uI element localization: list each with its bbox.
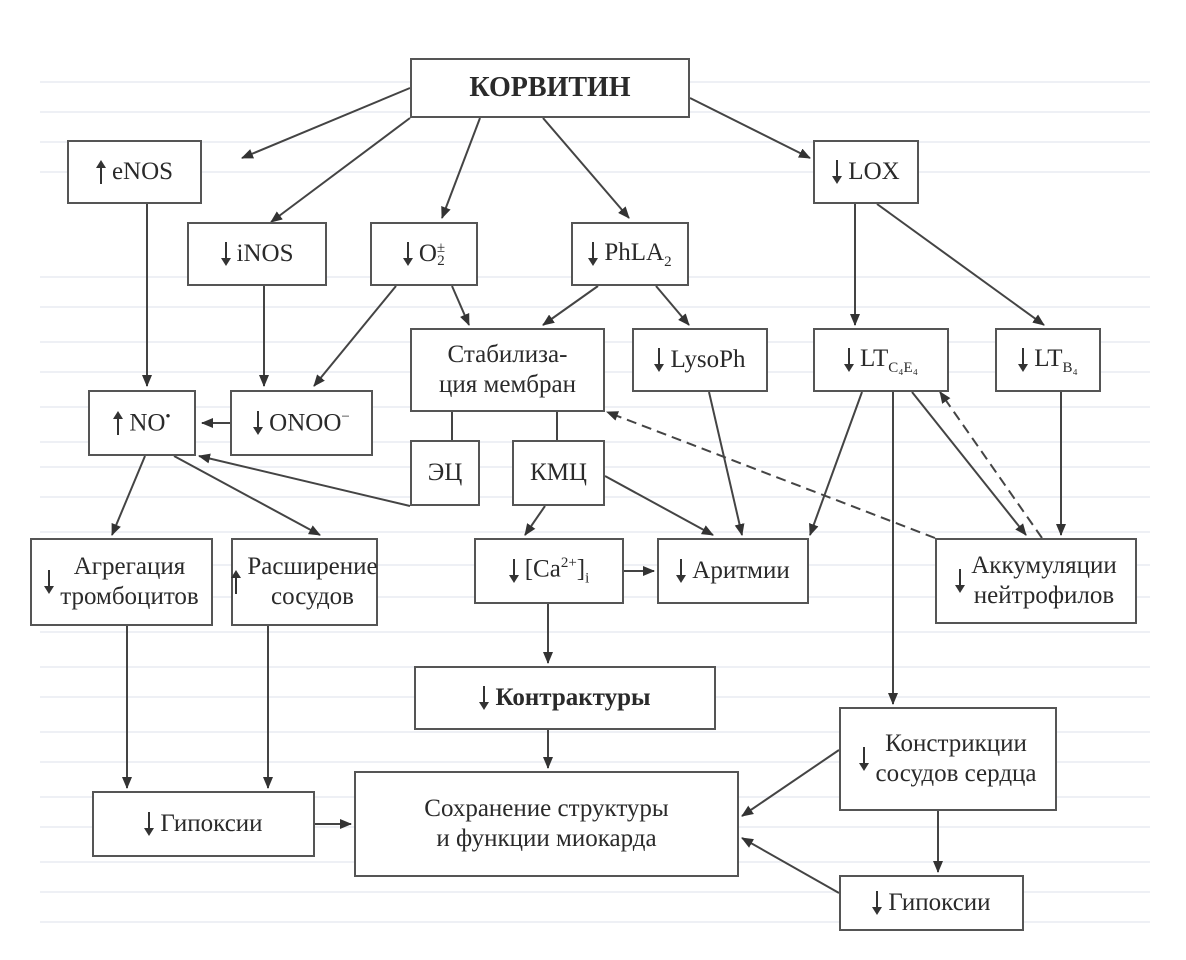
decrease-arrow-icon: [844, 346, 855, 374]
node-inos: iNOS: [187, 222, 327, 286]
arrhythmia-label: Аритмии: [692, 557, 790, 584]
neutrophils-line1: Аккумуляции: [971, 552, 1117, 579]
node-ltc4e4: LTC₄E₄: [813, 328, 949, 392]
decrease-arrow-icon: [588, 240, 599, 268]
edge-no-to-dilation: [173, 455, 321, 536]
onoo-label: ONOO−: [269, 408, 350, 437]
dilation-line2: сосудов: [271, 583, 354, 610]
lox-label: LOX: [848, 158, 900, 185]
increase-arrow-icon: [113, 409, 124, 437]
edge-root-to-phla2: [542, 117, 630, 219]
constriction-line2: сосудов сердца: [875, 760, 1037, 787]
decrease-arrow-icon: [44, 568, 55, 596]
edge-kmc-to-arrhythmia: [604, 475, 714, 536]
edge-o2-to-membrane: [451, 285, 470, 326]
ec-label: ЭЦ: [427, 459, 463, 486]
edge-root-to-enos: [241, 87, 411, 159]
decrease-arrow-icon: [479, 684, 490, 712]
enos-label: eNOS: [111, 158, 174, 185]
decrease-arrow-icon: [402, 240, 413, 268]
edge-root-to-o2: [441, 117, 481, 219]
node-no: NO•: [88, 390, 196, 456]
inos-label: iNOS: [236, 240, 294, 267]
edge-phla2-to-membrane: [542, 285, 599, 326]
node-cardiomyocytes: КМЦ: [512, 440, 605, 506]
dilation-line1: Расширение: [247, 553, 378, 580]
node-lox: LOX: [813, 140, 919, 204]
hypoxia-right-label: Гипоксии: [888, 889, 991, 916]
node-superoxide: O±2: [370, 222, 478, 286]
no-label: NO•: [129, 408, 171, 437]
aggregation-line1: Агрегация: [73, 553, 186, 580]
calcium-label: [Ca2+]i: [524, 555, 590, 587]
decrease-arrow-icon: [144, 810, 155, 838]
edge-ltc4e4-to-arrhythmia: [809, 391, 863, 536]
node-lysoph: LysoPh: [632, 328, 768, 392]
root-label: КОРВИТИН: [469, 72, 631, 104]
decrease-arrow-icon: [508, 557, 519, 585]
contractures-label: Контрактуры: [495, 684, 651, 711]
edge-o2-to-onoo: [313, 285, 397, 387]
decrease-arrow-icon: [220, 240, 231, 268]
decrease-arrow-icon: [654, 346, 665, 374]
decrease-arrow-icon: [253, 409, 264, 437]
preservation-line2: и функции миокарда: [436, 825, 657, 852]
constriction-line1: Констрикции: [885, 730, 1027, 757]
node-endothelial-cells: ЭЦ: [410, 440, 480, 506]
ltc4e4-label: LTC₄E₄: [860, 344, 918, 376]
superoxide-label: O±2: [418, 239, 446, 270]
edge-ec-to-no: [198, 453, 411, 507]
decrease-arrow-icon: [832, 158, 843, 186]
node-myocardium-preservation: Сохранение структуры и функции миокарда: [354, 771, 739, 877]
neutrophils-line2: нейтрофилов: [973, 582, 1115, 609]
node-peroxynitrite: ONOO−: [230, 390, 373, 456]
kmc-label: КМЦ: [530, 459, 587, 486]
edge-root-to-lox: [689, 97, 811, 159]
edge-no-to-aggregation: [111, 455, 146, 536]
node-membrane-stabilization: Стабилиза-ция мембран: [410, 328, 605, 412]
node-phla2: PhLA2: [571, 222, 689, 286]
membrane-line2: ция мембран: [439, 371, 576, 398]
edge-hypoxia_right-to-preservation: [741, 837, 840, 894]
edge-neutrophils-to-ltc4e4: [939, 391, 1043, 539]
node-calcium: [Ca2+]i: [474, 538, 624, 604]
increase-arrow-icon: [231, 568, 242, 596]
node-arrhythmia: Аритмии: [657, 538, 809, 604]
node-neutrophil-accumulation: Аккумуляции нейтрофилов: [935, 538, 1137, 624]
ltb4-label: LTB₄: [1034, 344, 1078, 376]
edge-phla2-to-lysoph: [655, 285, 690, 326]
lysoph-label: LysoPh: [670, 346, 746, 373]
node-hypoxia-left: Гипоксии: [92, 791, 315, 857]
decrease-arrow-icon: [1018, 346, 1029, 374]
node-vasodilation: Расширение сосудов: [231, 538, 378, 626]
edge-kmc-to-calcium: [524, 505, 546, 536]
decrease-arrow-icon: [676, 557, 687, 585]
increase-arrow-icon: [95, 158, 106, 186]
edge-lysoph-to-arrhythmia: [708, 391, 745, 536]
edge-constriction-to-preservation: [741, 749, 840, 817]
membrane-line1: Стабилиза-: [447, 341, 568, 368]
edge-lox-to-ltb4: [876, 203, 1045, 326]
node-enos: eNOS: [67, 140, 202, 204]
hypoxia-left-label: Гипоксии: [160, 810, 263, 837]
decrease-arrow-icon: [955, 567, 966, 595]
edge-root-to-inos: [270, 117, 411, 223]
phla2-label: PhLA2: [604, 238, 672, 270]
preservation-line1: Сохранение структуры: [424, 795, 669, 822]
node-root: КОРВИТИН: [410, 58, 690, 118]
node-hypoxia-right: Гипоксии: [839, 875, 1024, 931]
node-vessel-constriction: Констрикции сосудов сердца: [839, 707, 1057, 811]
edge-neutrophils-to-membrane: [606, 411, 936, 539]
node-platelet-aggregation: Агрегация тромбоцитов: [30, 538, 213, 626]
edge-ltc4e4-to-neutrophils: [911, 391, 1027, 536]
decrease-arrow-icon: [859, 745, 870, 773]
node-ltb4: LTB₄: [995, 328, 1101, 392]
node-contractures: Контрактуры: [414, 666, 716, 730]
aggregation-line2: тромбоцитов: [60, 583, 199, 610]
decrease-arrow-icon: [872, 889, 883, 917]
